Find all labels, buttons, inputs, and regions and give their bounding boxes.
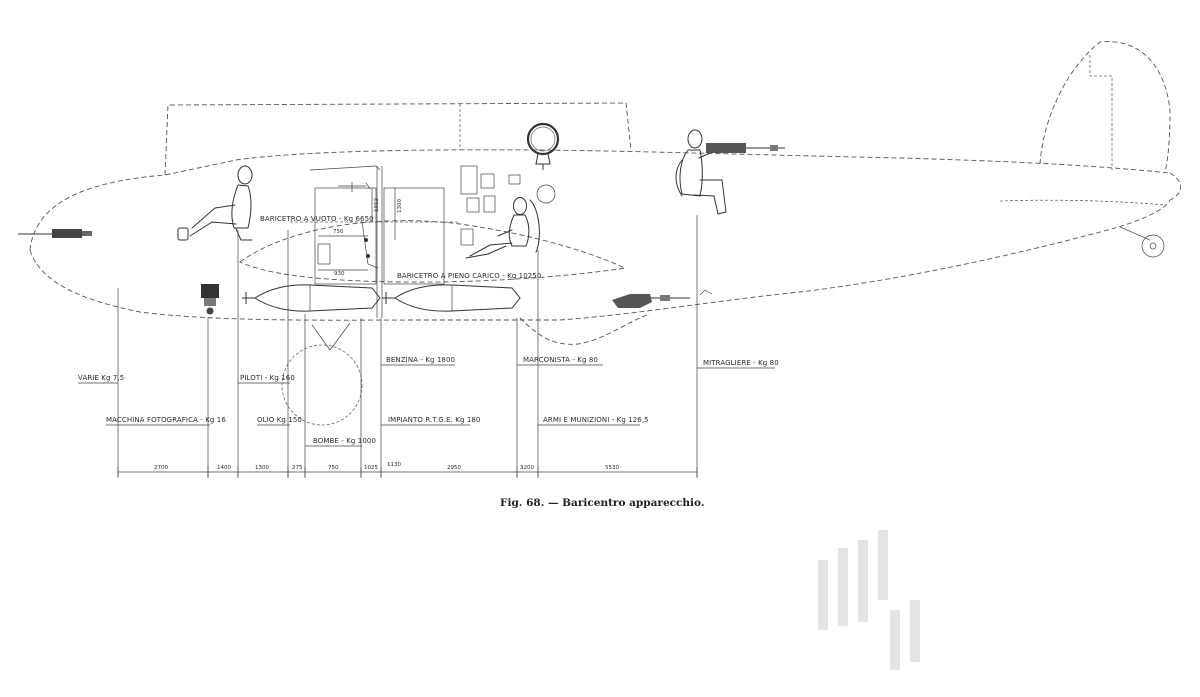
dim-1400: 1400 — [217, 465, 231, 471]
label-impianto-rtge: IMPIANTO R.T.G.E. Kg 180 — [388, 416, 480, 424]
label-piloti: PILOTI - Kg 160 — [240, 374, 295, 382]
cg-full-label: BARICETRO A PIENO CARICO - Kg 10250 — [397, 272, 541, 280]
camera-icon — [201, 284, 219, 315]
dim-750-chain: 750 — [328, 465, 339, 471]
dim-3200: 3200 — [520, 465, 534, 471]
label-mitragliere: MITRAGLIERE - Kg 80 — [703, 359, 779, 367]
loop-antenna-icon — [526, 122, 560, 170]
figure-caption: Fig. 68. — Baricentro apparecchio. — [500, 497, 705, 509]
label-armi-munizioni: ARMI E MUNIZIONI - Kg 126,5 — [543, 416, 649, 424]
dim-1300-chain: 1300 — [255, 465, 269, 471]
radio-equipment — [460, 165, 556, 246]
bomb-forward-icon — [242, 284, 381, 312]
pilot-figure-icon — [177, 165, 253, 241]
label-bombe: BOMBE - Kg 1000 — [313, 437, 376, 445]
label-marconista: MARCONISTA - Kg 80 — [523, 356, 598, 364]
dimension-chain: 2700 1400 1300 275 750 1025 1130 2950 32… — [117, 462, 698, 477]
dim-5530: 5530 — [605, 465, 619, 471]
station-lines — [117, 215, 698, 478]
dim-275: 275 — [292, 465, 303, 471]
ventral-gun-icon — [612, 289, 713, 308]
dim-2700: 2700 — [154, 465, 168, 471]
fuselage-outline — [29, 41, 1181, 426]
observer-figure-icon — [465, 197, 540, 259]
gunner-figure-icon — [675, 129, 727, 215]
label-olio: OLIO Kg 150 — [257, 416, 302, 424]
dim-1130: 1130 — [387, 462, 401, 468]
nose-gun-icon — [18, 229, 92, 238]
dim-1300: 1300 — [397, 199, 403, 213]
label-macchina-fotografica: MACCHINA FOTOGRAFICA - Kg 16 — [106, 416, 226, 424]
dim-1025: 1025 — [364, 465, 378, 471]
dim-750: 750 — [333, 229, 344, 235]
dorsal-gun-icon — [706, 143, 785, 153]
bomb-aft-icon — [382, 284, 521, 312]
load-labels: VARIE Kg 7,5 MACCHINA FOTOGRAFICA - Kg 1… — [78, 356, 779, 447]
label-benzina: BENZINA - Kg 1800 — [386, 356, 455, 364]
dim-2950: 2950 — [447, 465, 461, 471]
cg-empty-label: BARICETRO A VUOTO - Kg 6650 — [260, 215, 374, 223]
dim-1012: 1012 — [374, 198, 380, 212]
label-varie: VARIE Kg 7,5 — [78, 374, 124, 382]
dim-930: 930 — [334, 271, 345, 277]
fuel-tank-outline — [290, 165, 460, 318]
bleed-through-marks — [818, 530, 920, 670]
